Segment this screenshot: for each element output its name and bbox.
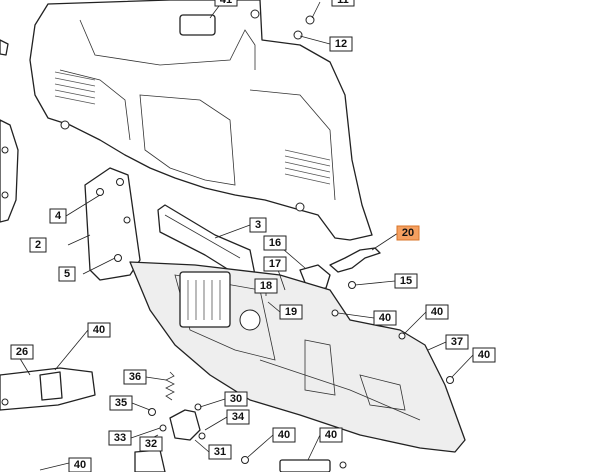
left-frame-fragment bbox=[0, 39, 19, 223]
top-screws bbox=[179, 9, 315, 40]
svg-text:17: 17 bbox=[269, 258, 281, 270]
svg-text:35: 35 bbox=[115, 397, 127, 409]
callout-2: 2 bbox=[29, 237, 47, 253]
svg-text:37: 37 bbox=[451, 336, 463, 348]
svg-text:34: 34 bbox=[232, 411, 245, 423]
callout-5: 5 bbox=[58, 266, 76, 282]
callout-36: 36 bbox=[123, 369, 147, 385]
svg-text:36: 36 bbox=[129, 371, 141, 383]
callout-40-d: 40 bbox=[472, 347, 496, 363]
svg-text:4: 4 bbox=[55, 210, 62, 222]
callout-32: 32 bbox=[139, 436, 163, 452]
rear-housing bbox=[29, 0, 373, 241]
svg-text:31: 31 bbox=[214, 446, 226, 458]
callout-26: 26 bbox=[10, 344, 34, 360]
callout-3: 3 bbox=[249, 217, 267, 233]
callout-40-b: 40 bbox=[425, 304, 449, 320]
callout-31: 31 bbox=[208, 444, 232, 460]
callout-17: 17 bbox=[263, 256, 287, 272]
svg-text:11: 11 bbox=[337, 0, 349, 6]
svg-text:5: 5 bbox=[64, 268, 70, 280]
callout-18: 18 bbox=[254, 278, 278, 294]
callout-35: 35 bbox=[109, 395, 133, 411]
svg-text:19: 19 bbox=[285, 306, 297, 318]
spring bbox=[165, 371, 175, 401]
callout-40-f: 40 bbox=[319, 427, 343, 443]
svg-text:12: 12 bbox=[335, 38, 347, 50]
svg-text:20: 20 bbox=[402, 227, 414, 239]
left-lower-bracket bbox=[0, 367, 96, 411]
callout-40-a: 40 bbox=[373, 310, 397, 326]
callout-20: 20 bbox=[396, 225, 420, 241]
svg-text:18: 18 bbox=[260, 280, 272, 292]
callout-34: 34 bbox=[226, 409, 250, 425]
svg-text:26: 26 bbox=[16, 346, 28, 358]
callout-41: 41 bbox=[214, 0, 238, 7]
callout-12: 12 bbox=[329, 36, 353, 52]
svg-text:33: 33 bbox=[114, 432, 126, 444]
svg-text:3: 3 bbox=[255, 219, 261, 231]
callout-37: 37 bbox=[445, 334, 469, 350]
callout-33: 33 bbox=[108, 430, 132, 446]
svg-text:40: 40 bbox=[74, 459, 86, 471]
svg-text:40: 40 bbox=[278, 429, 290, 441]
svg-text:15: 15 bbox=[400, 275, 412, 287]
svg-text:40: 40 bbox=[325, 429, 337, 441]
callout-40-e: 40 bbox=[272, 427, 296, 443]
svg-text:30: 30 bbox=[230, 393, 242, 405]
callout-19: 19 bbox=[279, 304, 303, 320]
callout-15: 15 bbox=[394, 273, 418, 289]
svg-text:32: 32 bbox=[145, 438, 157, 450]
bottom-hardware bbox=[134, 309, 454, 472]
svg-text:40: 40 bbox=[93, 324, 105, 336]
svg-text:40: 40 bbox=[431, 306, 443, 318]
svg-text:40: 40 bbox=[379, 312, 391, 324]
lower-panel bbox=[129, 261, 466, 453]
callout-40-c: 40 bbox=[87, 322, 111, 338]
hinge-bracket bbox=[148, 403, 206, 441]
svg-text:41: 41 bbox=[220, 0, 232, 6]
hook-part bbox=[329, 247, 381, 273]
callout-16: 16 bbox=[263, 235, 287, 251]
leader-lines bbox=[15, 1, 474, 471]
callout-4: 4 bbox=[49, 208, 67, 224]
svg-text:40: 40 bbox=[478, 349, 490, 361]
callout-30: 30 bbox=[224, 391, 248, 407]
callout-40-g: 40 bbox=[68, 457, 92, 472]
svg-text:16: 16 bbox=[269, 237, 281, 249]
callout-11: 11 bbox=[331, 0, 355, 7]
svg-text:2: 2 bbox=[35, 239, 41, 251]
